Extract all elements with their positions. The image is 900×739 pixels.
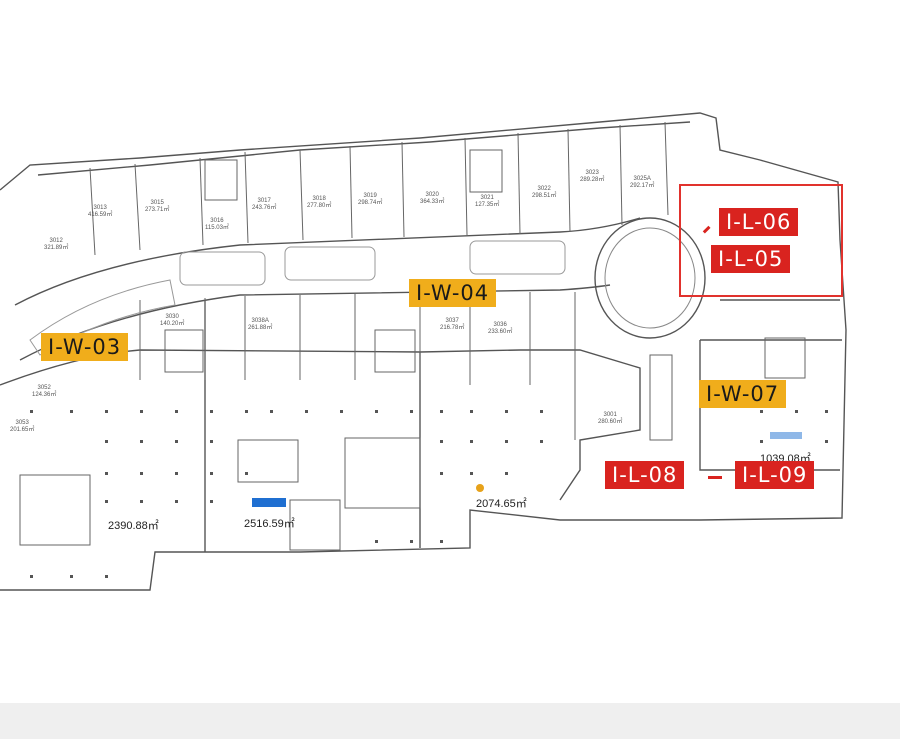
area-label: 2074.65㎡ <box>476 498 527 510</box>
zone-tag-i-l-09[interactable]: I-L-09 <box>735 461 815 489</box>
zone-tag-i-l-06[interactable]: I-L-06 <box>719 208 799 236</box>
zone-tag-i-l-08[interactable]: I-L-08 <box>605 461 685 489</box>
area-label: 2516.59㎡ <box>244 518 295 530</box>
zone-tag-i-l-05[interactable]: I-L-05 <box>711 245 791 273</box>
zone-tag-i-w-07[interactable]: I-W-07 <box>699 380 787 408</box>
zone-tag-i-w-03[interactable]: I-W-03 <box>41 333 129 361</box>
building-outline <box>0 112 847 591</box>
zone-tag-i-w-04[interactable]: I-W-04 <box>409 279 497 307</box>
area-label: 2390.88㎡ <box>108 520 159 532</box>
bottom-bar <box>0 703 900 739</box>
highlight-frame <box>679 184 843 297</box>
